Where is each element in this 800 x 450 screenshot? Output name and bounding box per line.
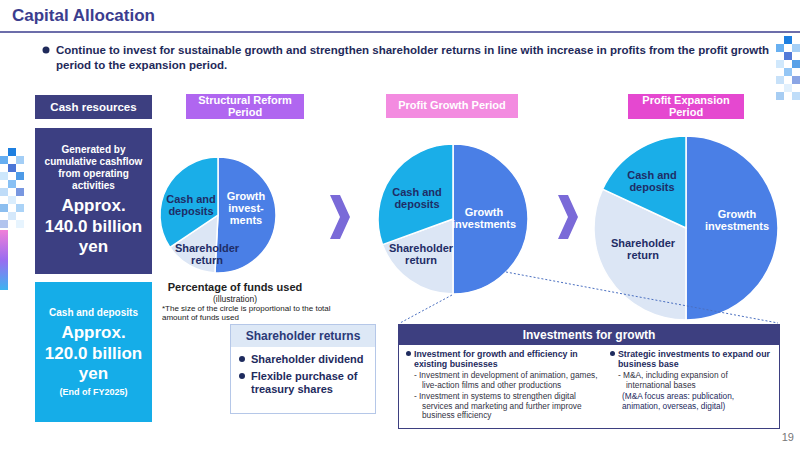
text-column: Strategic investments to expand our busi… <box>609 349 773 423</box>
checker-square <box>792 76 800 84</box>
checker-square <box>8 180 16 188</box>
node-text: Approx. 140.0 billion yen <box>40 196 147 257</box>
lead-statement: Continue to invest for sustainable growt… <box>56 43 781 73</box>
resource-box: Generated by cumulative cashflow from op… <box>35 128 152 274</box>
pie-slice <box>686 136 778 320</box>
node-heading: Cash and deposits <box>619 169 685 193</box>
checker-square <box>792 44 800 52</box>
checker-square <box>784 52 792 60</box>
node-heading: Cash and deposits <box>162 193 220 217</box>
node-text: - Investment in development of animation… <box>405 371 601 390</box>
pie-label: Cash and deposits <box>619 169 685 193</box>
title-rule <box>0 31 800 33</box>
period-header: Profit Growth Period <box>386 94 518 118</box>
node-text: Shareholder dividend <box>231 353 369 366</box>
chevron-arrow <box>558 195 578 239</box>
checker-square <box>0 204 8 212</box>
checker-square <box>776 44 784 52</box>
leader-line <box>506 272 778 323</box>
pie-label: Growth investments <box>700 208 774 232</box>
checker-square <box>784 84 792 92</box>
checker-square <box>8 148 16 156</box>
resource-box: Cash and depositsApprox. 120.0 billion y… <box>35 282 152 422</box>
period-header: Structural Reform Period <box>186 94 304 119</box>
bullet-dot <box>43 47 50 54</box>
column-row: Investment for growth and efficiency in … <box>399 345 779 428</box>
checker-square <box>16 188 24 196</box>
chart-note: (illustration) <box>160 294 310 304</box>
node-text: (End of FY2025) <box>59 387 127 397</box>
checker-square <box>792 92 800 100</box>
pie-slice <box>603 136 686 228</box>
slide-title: Capital Allocation <box>12 6 155 26</box>
node-heading: Growth invest- ments <box>222 190 270 226</box>
node-heading: Structural Reform Period <box>190 95 300 118</box>
pie-slice <box>378 144 453 245</box>
node-heading: Shareholder returns <box>231 325 375 347</box>
node-text: Strategic investments to expand our busi… <box>609 349 773 369</box>
investments-panel: Investments for growthInvestment for gro… <box>398 324 780 429</box>
node-text: - M&A, including expansion of internatio… <box>609 371 773 390</box>
checker-square <box>792 60 800 68</box>
checker-square <box>16 172 24 180</box>
checker-square <box>8 212 16 220</box>
checker-square <box>16 156 24 164</box>
checker-square <box>776 92 784 100</box>
checker-square <box>8 196 16 204</box>
pie-chart <box>160 157 276 273</box>
checker-square <box>0 220 8 228</box>
checker-square <box>784 68 792 76</box>
checker-square <box>0 156 8 164</box>
node-heading: Profit Expansion Period <box>632 95 740 118</box>
checker-square <box>784 36 792 44</box>
node-text: Flexible purchase of treasury shares <box>231 370 369 396</box>
edge-gradient <box>0 230 8 290</box>
node-heading: Shareholder return <box>383 242 459 266</box>
node-text: (M&A focus areas: publication, animation… <box>609 392 773 411</box>
node-heading: Cash and deposits <box>384 186 450 210</box>
node-text: Investment for growth and efficiency in … <box>405 349 601 369</box>
node-heading: Cash resources <box>50 101 136 113</box>
pie-label: Cash and deposits <box>162 193 220 217</box>
node-heading: Shareholder return <box>169 242 245 266</box>
pie-label: Growth investments <box>449 206 519 230</box>
node-heading: Growth investments <box>449 206 519 230</box>
pie-slice <box>215 157 276 273</box>
checker-square <box>16 204 24 212</box>
chevron-arrow <box>330 195 350 239</box>
checker-square <box>16 220 24 228</box>
node-text: Approx. 120.0 billion yen <box>40 323 147 384</box>
node-heading: Shareholder return <box>605 237 681 261</box>
pie-label: Shareholder return <box>605 237 681 261</box>
node-heading: Cash and deposits <box>49 307 138 319</box>
chart-caption: Percentage of funds used <box>160 281 310 293</box>
section-header: Cash resources <box>35 95 152 119</box>
checker-square <box>0 172 8 180</box>
node-heading: Investments for growth <box>399 325 779 345</box>
node-heading: Profit Growth Period <box>398 100 506 112</box>
checker-square <box>776 76 784 84</box>
node-heading: Growth investments <box>700 208 774 232</box>
pie-label: Shareholder return <box>383 242 459 266</box>
page-number: 19 <box>770 431 794 443</box>
pie-chart <box>594 136 778 320</box>
pie-label: Shareholder return <box>169 242 245 266</box>
pie-label: Growth invest- ments <box>222 190 270 226</box>
leader-line <box>400 295 452 323</box>
checker-square <box>8 164 16 172</box>
node-heading: Generated by cumulative cashflow from op… <box>40 144 147 192</box>
pie-label: Cash and deposits <box>384 186 450 210</box>
returns-panel: Shareholder returnsShareholder dividendF… <box>230 324 376 414</box>
text-column: Investment for growth and efficiency in … <box>405 349 601 423</box>
checker-square <box>776 60 784 68</box>
checker-square <box>0 188 8 196</box>
period-header: Profit Expansion Period <box>628 94 744 119</box>
footnote: *The size of the circle is proportional … <box>162 304 332 322</box>
pie-chart <box>378 144 528 294</box>
node-text: - Investment in systems to strengthen di… <box>405 392 601 421</box>
